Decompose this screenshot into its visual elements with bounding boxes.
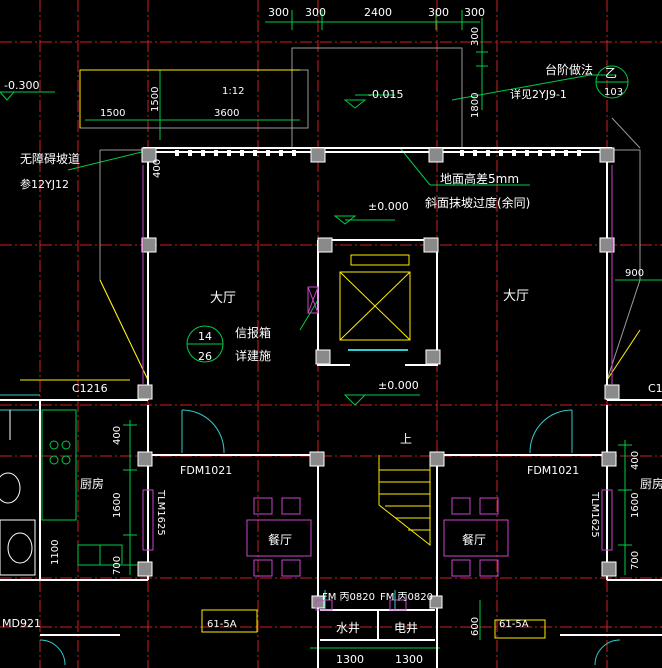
- level-left: -0.300: [4, 79, 39, 92]
- dim-1300-a: 1300: [336, 653, 364, 666]
- window-tag-c1216-right: C1216: [648, 382, 662, 395]
- detail-callouts: [186, 65, 629, 363]
- kitchen-right-label: 厨房: [640, 476, 662, 491]
- dim-400-left: 400: [112, 426, 123, 445]
- dim-top-right-a: 300: [428, 6, 449, 19]
- windows-furniture: [142, 165, 613, 611]
- dim-3600: 3600: [214, 108, 239, 119]
- water-well-label: 水井: [336, 621, 360, 635]
- dim-1100-left: 1100: [50, 540, 61, 565]
- dim-900: 900: [625, 268, 644, 279]
- level-markers: [0, 91, 367, 406]
- door-tag-right: FDM1021: [527, 464, 579, 477]
- dim-1600-right: 1600: [630, 493, 641, 518]
- fire-door-left: FM 丙0820: [322, 592, 375, 603]
- dim-400-top: 400: [152, 159, 163, 178]
- door-tag-md921: MD921: [2, 617, 41, 630]
- symbol-top: 乙: [605, 66, 617, 80]
- dim-vert-300: 300: [470, 27, 481, 46]
- annotation-texts: 1:12 台阶做法 详见2YJ9-1 乙 103 无障碍坡道 参12YJ12 地…: [2, 62, 662, 635]
- step-method-label: 台阶做法: [545, 62, 593, 77]
- stair-up-label: 上: [400, 432, 412, 446]
- dimension-lines: [10, 10, 662, 649]
- dimension-texts: 300 300 2400 300 300 300 1500 1800 1500 …: [50, 6, 644, 666]
- window-tag-tlm-right: TLM1625: [589, 491, 600, 538]
- step-marks: [175, 150, 581, 156]
- level-lobby: ±0.000: [378, 379, 419, 392]
- mailbox-ref: 详建施: [235, 348, 271, 363]
- mailbox-label: 信报箱: [235, 325, 271, 340]
- door-swings: [0, 394, 621, 666]
- dim-vert-1800: 1800: [470, 93, 481, 118]
- dim-700-right: 700: [630, 551, 641, 570]
- window-tag-tlm-left: TLM1625: [155, 489, 166, 536]
- level-hall: ±0.000: [368, 200, 409, 213]
- dim-1300-b: 1300: [395, 653, 423, 666]
- floor-height-note: 地面高差5mm: [440, 171, 519, 186]
- symbol-bottom: 103: [604, 87, 623, 98]
- tag-61-5a-right: 61-5A: [499, 619, 529, 630]
- dim-top-right-b: 300: [464, 6, 485, 19]
- dim-top-mid: 300: [305, 6, 326, 19]
- ramp-label: 无障碍坡道: [20, 151, 80, 166]
- kitchen-left-label: 厨房: [80, 476, 104, 491]
- dim-400-right: 400: [630, 451, 641, 470]
- slope-label: 1:12: [222, 86, 244, 97]
- step-ref-label: 详见2YJ9-1: [510, 87, 567, 101]
- dim-top-left: 300: [268, 6, 289, 19]
- dim-1600-left: 1600: [112, 493, 123, 518]
- kitchen-fixtures: [41, 409, 123, 566]
- level-texts: -0.300 -0.015 ±0.000 ±0.000: [4, 79, 419, 392]
- level-entry: -0.015: [368, 88, 403, 101]
- dim-600: 600: [470, 617, 481, 636]
- elec-well-label: 电井: [394, 621, 418, 635]
- dim-vert-1500: 1500: [150, 87, 161, 112]
- hall-right-label: 大厅: [503, 289, 529, 304]
- dining-left-label: 餐厅: [268, 532, 292, 547]
- detail-top: 14: [198, 330, 212, 343]
- ramp-lines: [20, 69, 641, 639]
- dining-right-label: 餐厅: [462, 532, 486, 547]
- dim-700-left: 700: [112, 556, 123, 575]
- fire-door-right: FM 丙0820: [380, 592, 433, 603]
- hall-left-label: 大厅: [210, 291, 236, 306]
- detail-bottom: 26: [198, 350, 212, 363]
- dim-top-center: 2400: [364, 6, 392, 19]
- walls: [0, 147, 662, 668]
- ramp-ref: 参12YJ12: [20, 177, 69, 191]
- dim-1500: 1500: [100, 108, 125, 119]
- floor-slope-note: 斜面抹坡过度(余同): [425, 195, 530, 210]
- tag-61-5a-left: 61-5A: [207, 619, 237, 630]
- door-tag-left: FDM1021: [180, 464, 232, 477]
- bathroom-fixtures: [0, 410, 36, 576]
- columns: [137, 147, 620, 609]
- window-tag-c1216-left: C1216: [72, 382, 108, 395]
